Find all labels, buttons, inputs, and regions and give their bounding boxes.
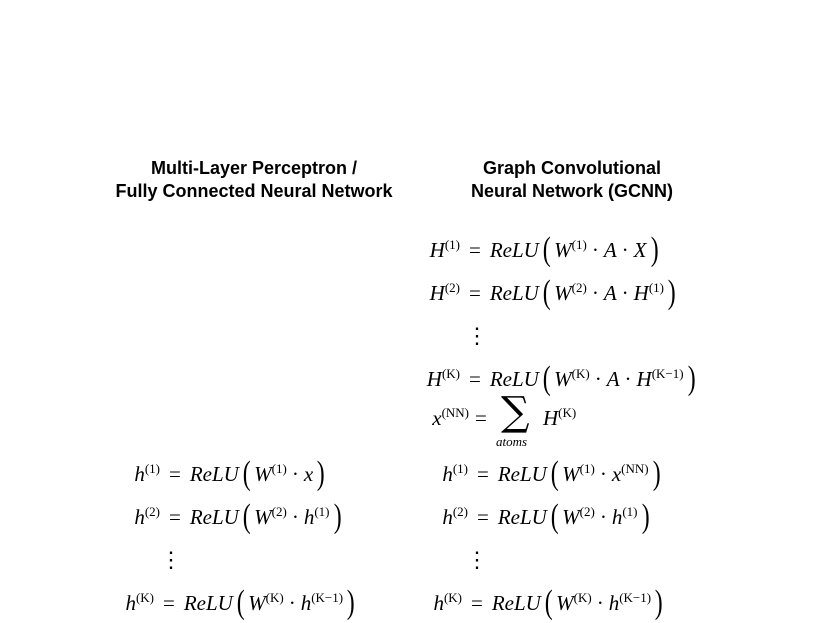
mlp-equation-1: h(1) = ReLU ( W(1)·x ) <box>134 455 325 492</box>
mlp-title-line1: Multi-Layer Perceptron / <box>150 158 358 178</box>
gcnn-dense-vdots: ⋮ <box>466 548 488 573</box>
mlp-vdots: ⋮ <box>160 548 182 573</box>
summation-subscript: atoms <box>496 434 528 449</box>
gcnn-dense-equation-2: h(2) = ReLU ( W(2)·h(1) ) <box>442 498 650 535</box>
gcnn-conv-vdots: ⋮ <box>466 324 488 349</box>
mlp-equation-2: h(2) = ReLU ( W(2)·h(1) ) <box>134 498 342 535</box>
gcnn-dense-equation-1: h(1) = ReLU ( W(1)·x(NN) ) <box>442 455 661 492</box>
summation-symbol: ∑ <box>501 389 530 435</box>
mlp-heading: Multi-Layer Perceptron / Fully Connected… <box>74 157 434 203</box>
mlp-equation-k: h(K) = ReLU ( W(K)·h(K−1) ) <box>125 584 355 621</box>
gcnn-conv-equation-2: H(2) = ReLU ( W(2)·A·H(1) ) <box>429 274 676 311</box>
gcnn-dense-equation-k: h(K) = ReLU ( W(K)·h(K−1) ) <box>433 584 663 621</box>
gcnn-title-line2: Neural Network (GCNN) <box>470 181 674 201</box>
gcnn-title-line1: Graph Convolutional <box>483 158 661 178</box>
gcnn-conv-equation-1: H(1) = ReLU ( W(1)·A·X ) <box>429 231 659 268</box>
gcnn-heading: Graph Convolutional Neural Network (GCNN… <box>392 157 752 203</box>
gcnn-conv-equation-k: H(K) = ReLU ( W(K)·A·H(K−1) ) <box>426 360 696 397</box>
mlp-title-line2: Fully Connected Neural Network <box>115 181 393 201</box>
